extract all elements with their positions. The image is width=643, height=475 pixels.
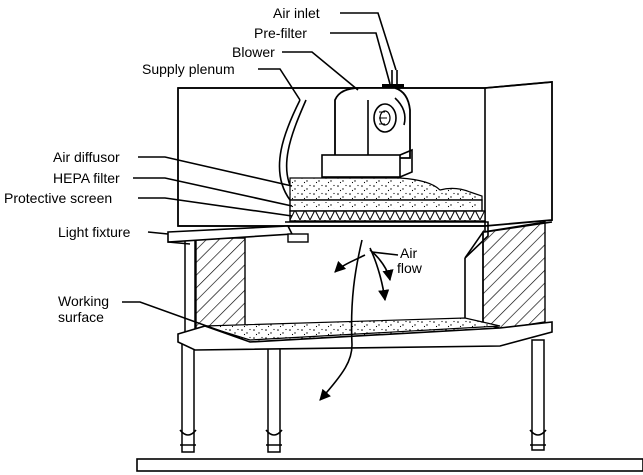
leader-lines [122,12,399,339]
light-fixture [167,225,309,245]
label-working: Working [58,293,109,309]
blower [321,87,413,178]
label-supply-plenum: Supply plenum [142,61,235,77]
label-flow: flow [397,260,423,276]
cabinet-legs [179,339,547,453]
label-pre-filter: Pre-filter [254,25,307,41]
floor [136,458,643,472]
pre-filter [382,84,404,88]
air-inlet-duct [391,70,398,86]
left-support [184,239,196,341]
right-side-panel [482,221,546,333]
protective-screen [289,210,486,222]
label-light-fixture: Light fixture [58,224,131,240]
air-flow-arrows [319,239,394,401]
label-protective-screen: Protective screen [4,190,112,206]
left-side-panel [195,237,246,331]
air-diffusor [289,177,483,201]
label-surface: surface [58,309,104,325]
label-hepa-filter: HEPA filter [53,170,120,186]
label-air-inlet: Air inlet [273,5,320,21]
label-air: Air [400,245,417,261]
label-air-diffusor: Air diffusor [53,149,120,165]
label-blower: Blower [232,44,275,60]
